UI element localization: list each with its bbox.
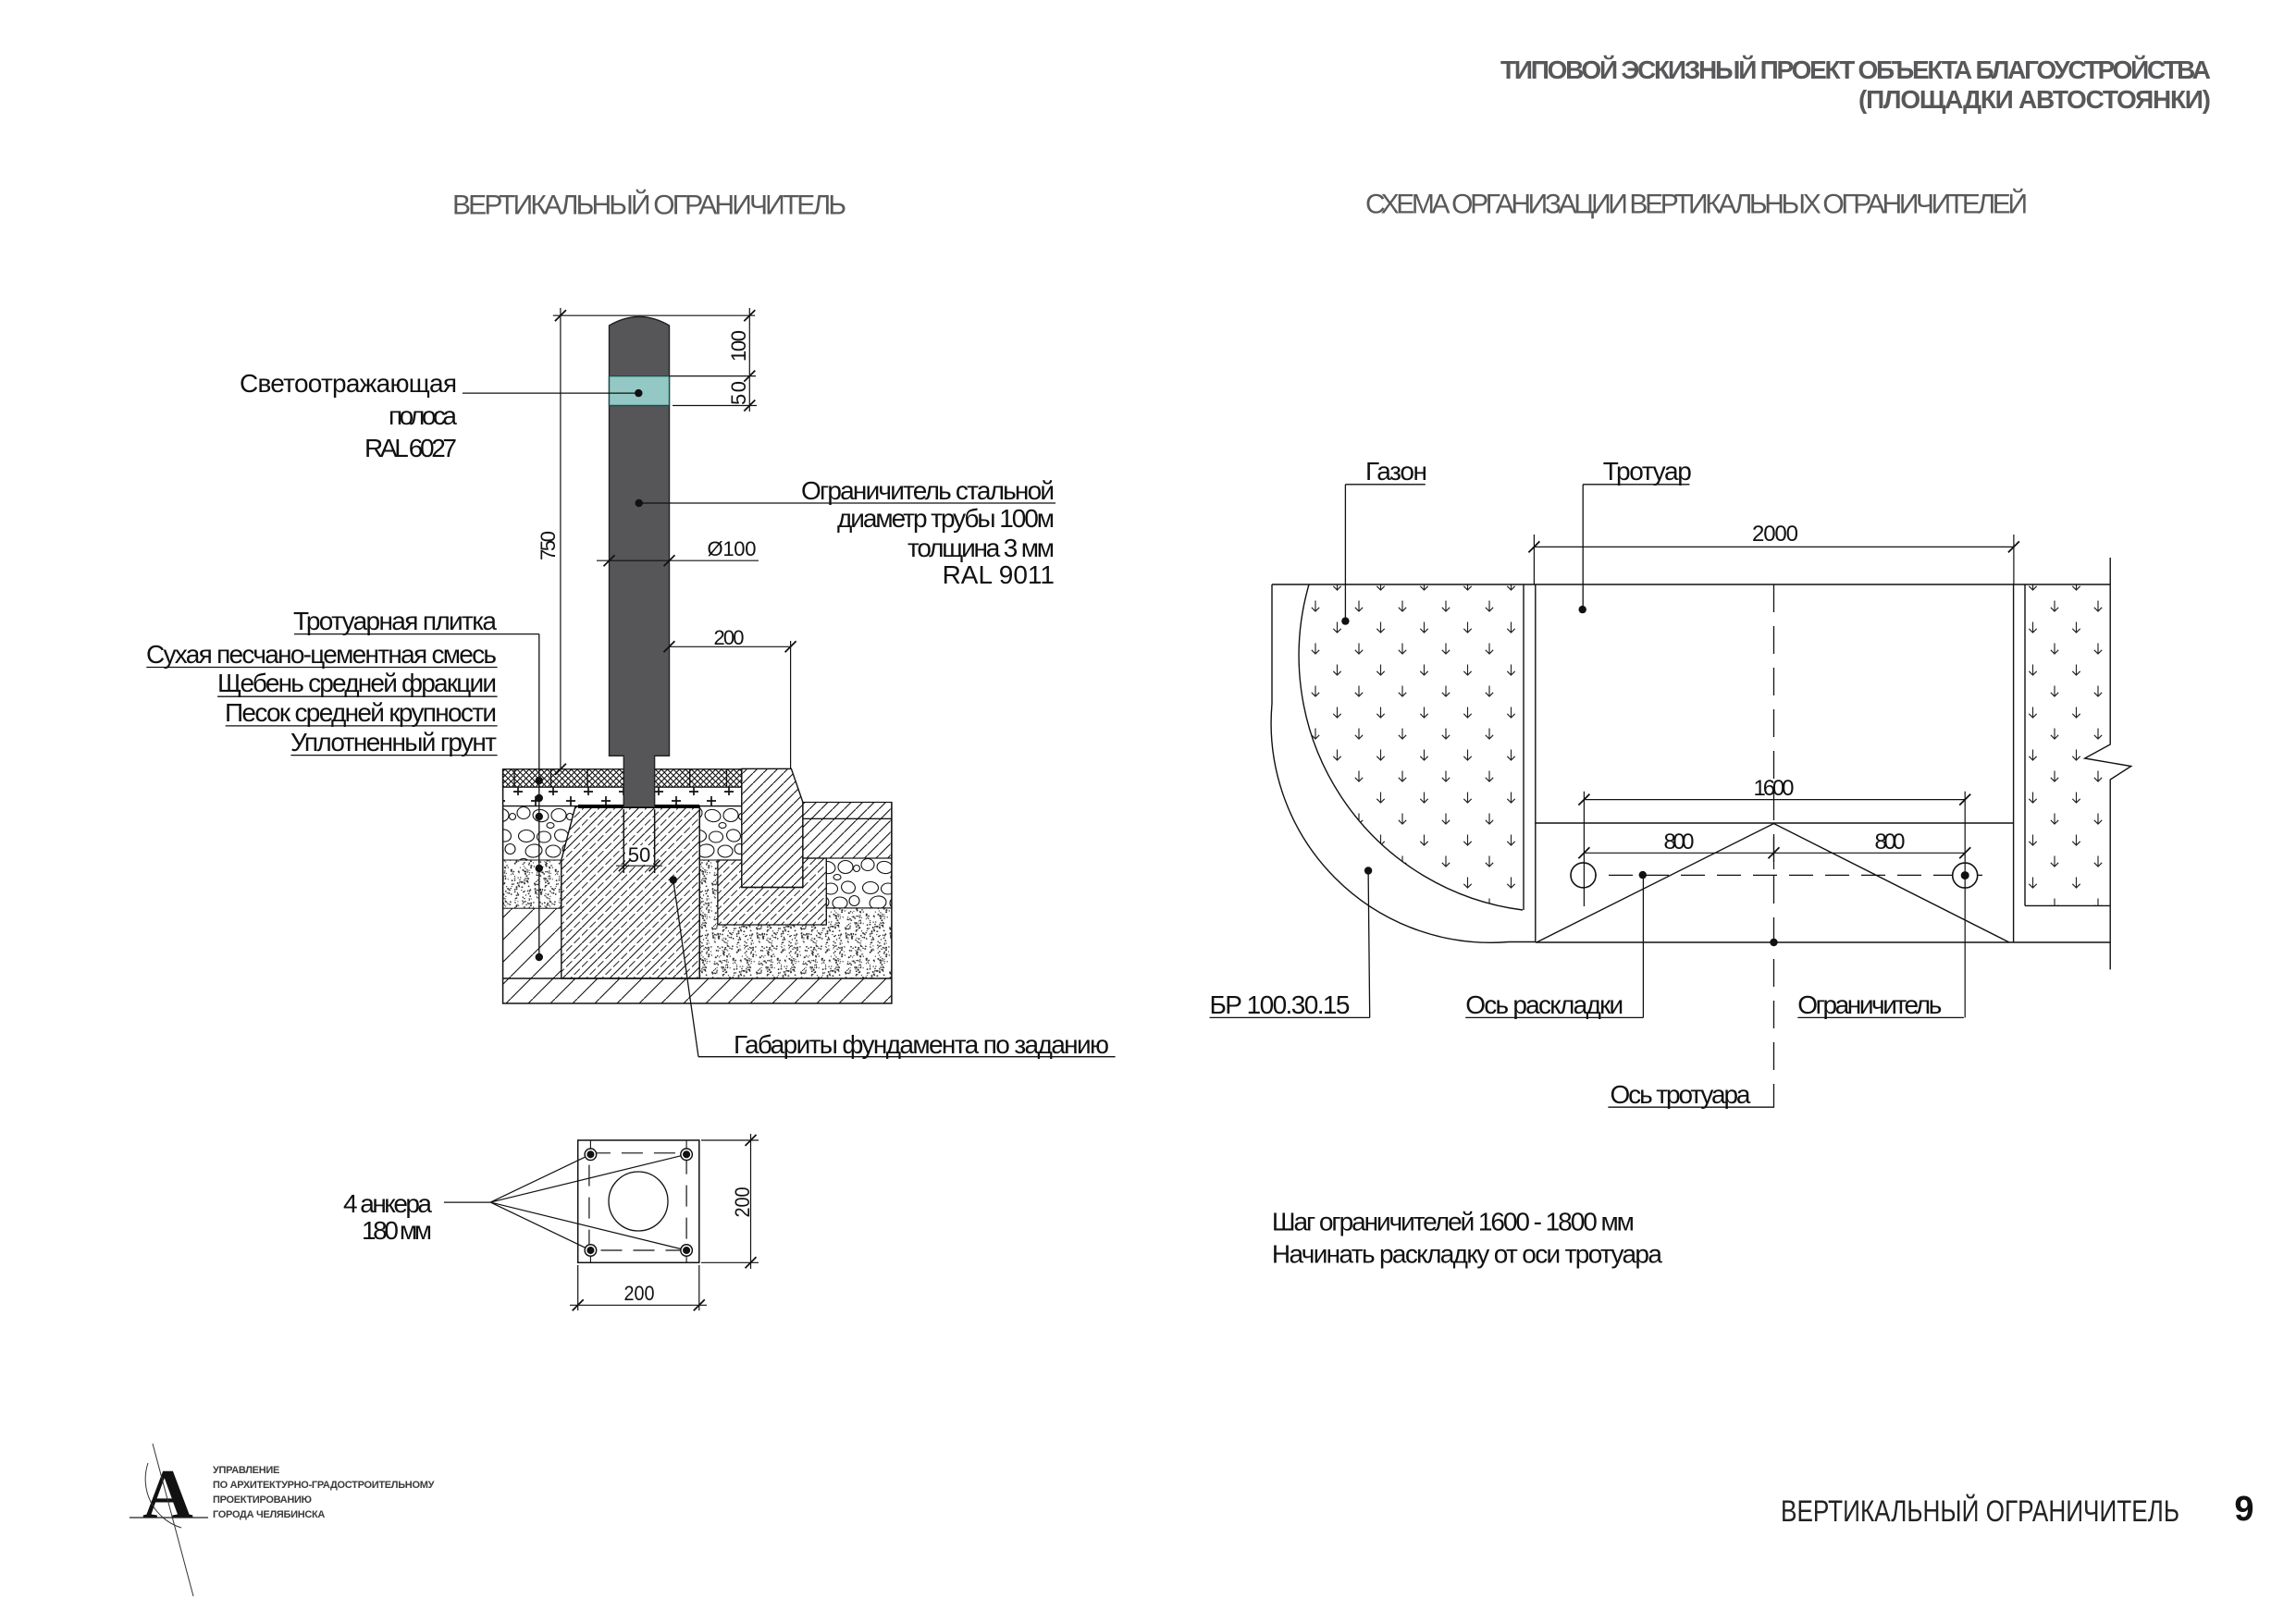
svg-text:ПО АРХИТЕКТУРНО-ГРАДОСТРОИТЕЛЬ: ПО АРХИТЕКТУРНО-ГРАДОСТРОИТЕЛЬНОМУ bbox=[213, 1480, 435, 1491]
svg-text:Ось раскладки: Ось раскладки bbox=[1465, 990, 1623, 1019]
svg-text:Газон: Газон bbox=[1365, 457, 1427, 486]
svg-text:Габариты фундамента по заданию: Габариты фундамента по заданию bbox=[734, 1030, 1109, 1059]
svg-text:ТИПОВОЙ ЭСКИЗНЫЙ ПРОЕКТ ОБЪЕКТ: ТИПОВОЙ ЭСКИЗНЫЙ ПРОЕКТ ОБЪЕКТА БЛАГОУСТ… bbox=[1500, 55, 2211, 84]
svg-text:200: 200 bbox=[714, 626, 745, 649]
svg-text:9: 9 bbox=[2234, 1490, 2253, 1529]
svg-text:Шаг ограничителей 1600 - 1800: Шаг ограничителей 1600 - 1800 мм bbox=[1272, 1208, 1635, 1236]
svg-text:А: А bbox=[142, 1456, 193, 1533]
svg-text:БР 100.30.15: БР 100.30.15 bbox=[1210, 990, 1351, 1019]
svg-text:Тротуарная плитка: Тротуарная плитка bbox=[293, 607, 497, 635]
svg-text:RAL 9011: RAL 9011 bbox=[943, 560, 1055, 589]
svg-text:800: 800 bbox=[1875, 830, 1906, 855]
svg-text:Ось тротуара: Ось тротуара bbox=[1611, 1080, 1751, 1109]
svg-text:Ограничитель: Ограничитель bbox=[1797, 990, 1942, 1019]
svg-text:RAL 6027: RAL 6027 bbox=[364, 434, 457, 462]
svg-text:800: 800 bbox=[1664, 830, 1695, 855]
svg-text:1600: 1600 bbox=[1754, 776, 1795, 801]
svg-text:полоса: полоса bbox=[389, 401, 457, 430]
svg-text:50: 50 bbox=[628, 843, 650, 867]
svg-text:Песок средней крупности: Песок средней крупности bbox=[225, 698, 497, 727]
svg-text:750: 750 bbox=[537, 531, 560, 560]
svg-text:ВЕРТИКАЛЬНЫЙ ОГРАНИЧИТЕЛЬ: ВЕРТИКАЛЬНЫЙ ОГРАНИЧИТЕЛЬ bbox=[1781, 1494, 2179, 1528]
svg-text:УПРАВЛЕНИЕ: УПРАВЛЕНИЕ bbox=[213, 1465, 279, 1476]
svg-text:Ø100: Ø100 bbox=[708, 537, 757, 560]
svg-text:диаметр трубы 100м: диаметр трубы 100м bbox=[837, 504, 1055, 533]
svg-text:50: 50 bbox=[727, 381, 750, 405]
svg-text:180 мм: 180 мм bbox=[362, 1216, 432, 1245]
svg-text:200: 200 bbox=[731, 1187, 754, 1218]
svg-text:толщина 3 мм: толщина 3 мм bbox=[907, 534, 1055, 562]
svg-text:4 анкера: 4 анкера bbox=[343, 1189, 432, 1218]
svg-text:ВЕРТИКАЛЬНЫЙ ОГРАНИЧИТЕЛЬ: ВЕРТИКАЛЬНЫЙ ОГРАНИЧИТЕЛЬ bbox=[452, 190, 846, 221]
svg-text:200: 200 bbox=[624, 1282, 655, 1305]
svg-text:СХЕМА ОРГАНИЗАЦИИ ВЕРТИКАЛЬНЫХ: СХЕМА ОРГАНИЗАЦИИ ВЕРТИКАЛЬНЫХ ОГРАНИЧИТ… bbox=[1365, 189, 2028, 220]
svg-text:ГОРОДА ЧЕЛЯБИНСКА: ГОРОДА ЧЕЛЯБИНСКА bbox=[213, 1509, 325, 1520]
svg-text:2000: 2000 bbox=[1752, 522, 1798, 547]
svg-text:Сухая песчано-цементная смесь: Сухая песчано-цементная смесь bbox=[146, 640, 497, 669]
svg-text:Уплотненный грунт: Уплотненный грунт bbox=[290, 728, 497, 756]
svg-text:Ограничитель стальной: Ограничитель стальной bbox=[801, 476, 1055, 505]
svg-text:Начинать раскладку от оси трот: Начинать раскладку от оси тротуара bbox=[1272, 1239, 1662, 1268]
svg-text:Светоотражающая: Светоотражающая bbox=[240, 369, 457, 398]
svg-text:100: 100 bbox=[727, 330, 750, 362]
svg-text:(ПЛОЩАДКИ АВТОСТОЯНКИ): (ПЛОЩАДКИ АВТОСТОЯНКИ) bbox=[1858, 85, 2211, 114]
svg-text:ПРОЕКТИРОВАНИЮ: ПРОЕКТИРОВАНИЮ bbox=[213, 1494, 312, 1506]
svg-text:Тротуар: Тротуар bbox=[1603, 457, 1692, 486]
svg-text:Щебень средней фракции: Щебень средней фракции bbox=[217, 669, 497, 697]
